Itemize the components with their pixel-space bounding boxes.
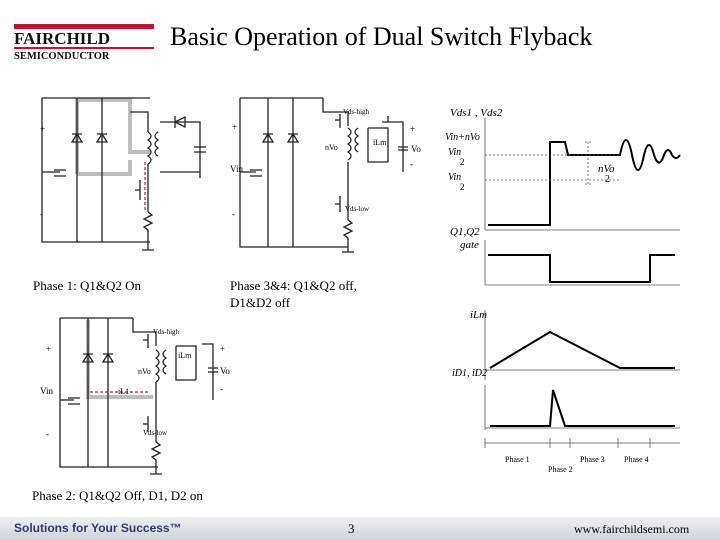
page-number: 3 xyxy=(348,521,355,536)
logo-text-bottom: SEMICONDUCTOR xyxy=(14,51,110,62)
gate-label-1: Q1,Q2 xyxy=(450,226,480,238)
caption-phase34: Phase 3&4: Q1&Q2 off, D1&D2 off xyxy=(230,277,390,311)
vin-label-2: Vin xyxy=(230,164,243,174)
nvo-label-2: nVo xyxy=(325,143,338,152)
ilm-label-3: iLm xyxy=(178,351,192,360)
caption-phase1: Phase 1: Q1&Q2 On xyxy=(33,278,141,293)
waveform-diagram: Vds1 , Vds2 Vin+nVo Vin 2 Vin 2 nVo 2 Q1… xyxy=(445,107,681,474)
vo-plus-2: + xyxy=(410,124,415,134)
vin-half-label: Vin xyxy=(448,147,461,158)
ilm-wave-label: iLm xyxy=(470,309,487,321)
vin-plus-3: + xyxy=(46,344,51,354)
footer-url: www.fairchildsemi.com xyxy=(574,522,690,536)
current-path-highlight xyxy=(75,98,150,174)
logo-text-top: FAIRCHILD xyxy=(14,29,110,48)
footer-bar xyxy=(0,517,720,540)
circuit-phase34: + - Vin Vds-high nVo iLm + Vo - Vds-low xyxy=(230,97,421,253)
vo-label-3: Vo xyxy=(220,366,230,376)
caption-phase2: Phase 2: Q1&Q2 Off, D1, D2 on xyxy=(32,488,203,503)
vds-low-label-2: Vds-low xyxy=(345,205,370,213)
page-title: Basic Operation of Dual Switch Flyback xyxy=(170,22,593,51)
two-label-right: 2 xyxy=(605,174,610,185)
circuit-phase1: + - xyxy=(40,97,160,251)
vo-minus-2: - xyxy=(410,159,413,169)
vds-low-label-3: Vds-low xyxy=(143,429,168,437)
gate-label-2: gate xyxy=(460,239,479,251)
vin-label-3: Vin xyxy=(40,386,53,396)
diode-current-waveform xyxy=(490,389,675,427)
caption-phase34-line1: Phase 3&4: Q1&Q2 off, xyxy=(230,278,357,293)
vin-half-lower-label: Vin xyxy=(448,172,461,183)
phase-label-1: Phase 1 xyxy=(505,455,530,464)
logo-bar-top xyxy=(14,24,154,29)
current-arrow-red-2 xyxy=(87,324,148,393)
il1-label-3: iL1 xyxy=(118,387,129,396)
nvo-label-3: nVo xyxy=(138,367,151,376)
vds-waveform xyxy=(488,139,681,226)
circuit-phase2: + - Vin Vds-high nVo iL1 iLm + Vo - Vds-… xyxy=(40,317,230,475)
footer-slogan: Solutions for Your Success™ xyxy=(14,521,182,535)
vds-high-label-3: Vds-high xyxy=(153,328,180,336)
fairchild-logo: FAIRCHILD SEMICONDUCTOR xyxy=(14,24,154,64)
vo-label-2: Vo xyxy=(411,144,421,154)
ilm-waveform xyxy=(489,330,675,369)
phase-label-4: Phase 4 xyxy=(624,455,649,464)
vin-nvo-label: Vin+nVo xyxy=(445,132,480,143)
vds-high-label-2: Vds-high xyxy=(343,108,370,116)
two-label: 2 xyxy=(460,157,465,167)
vin-minus-2: - xyxy=(232,209,235,219)
diode-current-label: iD1, iD2 xyxy=(452,368,487,379)
logo-bar-mid xyxy=(14,47,154,49)
gate-waveform xyxy=(488,254,675,283)
vds-label: Vds1 , Vds2 xyxy=(450,107,503,119)
ilm-label-2: iLm xyxy=(373,138,387,147)
phase-label-3: Phase 3 xyxy=(580,455,605,464)
circuit-phase1-secondary xyxy=(160,115,206,178)
nvo-half-label: nVo xyxy=(598,163,615,175)
vo-plus-3: + xyxy=(220,344,225,354)
two-label-lower: 2 xyxy=(460,182,465,192)
vin-plus-2: + xyxy=(232,122,237,132)
caption-phase34-line2: D1&D2 off xyxy=(230,295,291,310)
vin-minus-3: - xyxy=(46,429,49,439)
vin-plus: + xyxy=(40,124,45,134)
vo-minus-3: - xyxy=(220,384,223,394)
vin-minus: - xyxy=(40,209,43,219)
phase-label-2: Phase 2 xyxy=(548,465,573,474)
